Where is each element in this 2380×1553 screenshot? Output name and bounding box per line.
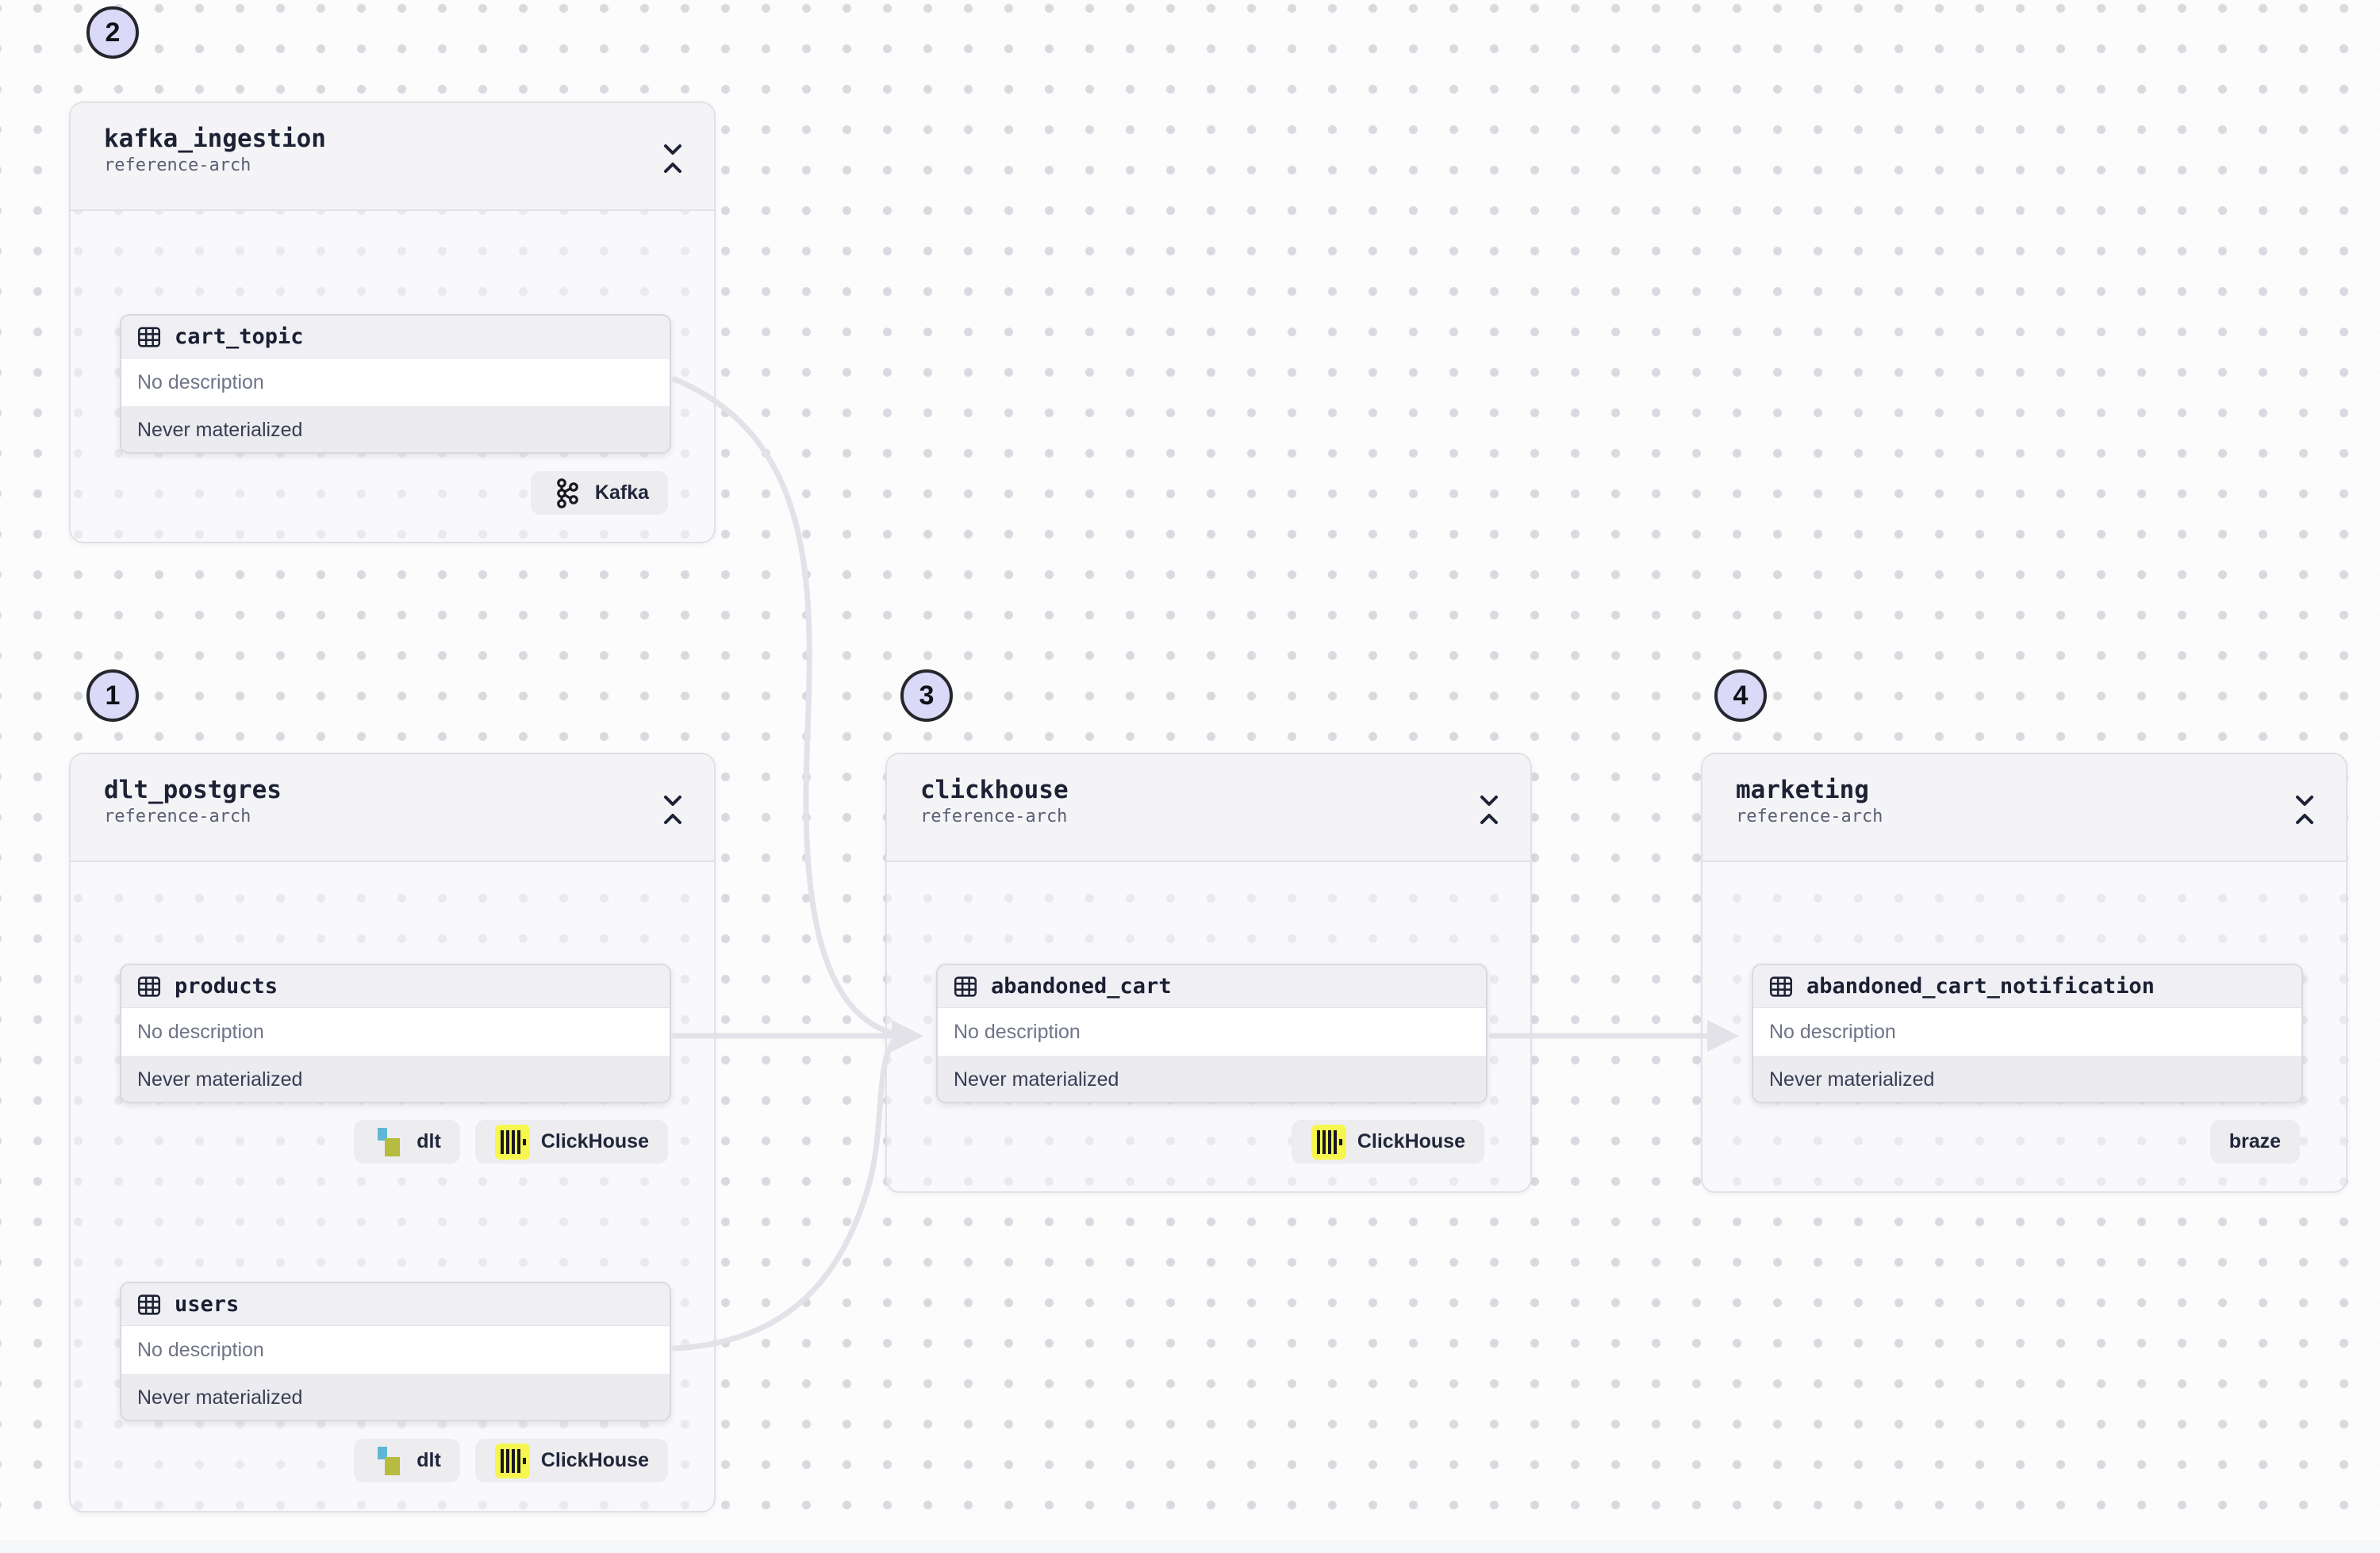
tag-label: ClickHouse (1357, 1130, 1465, 1152)
group-subtitle: reference-arch (104, 806, 251, 826)
group-dlt_postgres[interactable]: dlt_postgres reference-arch products No … (69, 753, 716, 1513)
tag-label: Kafka (594, 481, 649, 504)
table-icon (1769, 976, 1793, 997)
asset-card-users[interactable]: users No description Never materialized (120, 1282, 671, 1421)
group-header: marketing reference-arch (1702, 754, 2346, 862)
tag-label: ClickHouse (540, 1449, 649, 1471)
clickhouse-icon (494, 1443, 530, 1478)
group-title: clickhouse (920, 776, 1069, 804)
asset-card-abandoned_cart[interactable]: abandoned_cart No description Never mate… (936, 964, 1488, 1103)
asset-card-products[interactable]: products No description Never materializ… (120, 964, 671, 1103)
asset-description: No description (121, 359, 670, 407)
dlt-icon (378, 1446, 401, 1475)
group-title: kafka_ingestion (104, 125, 326, 153)
asset-card-abandoned_cart_notification[interactable]: abandoned_cart_notification No descripti… (1752, 964, 2303, 1103)
asset-status: Never materialized (1753, 1056, 2301, 1102)
asset-name: users (175, 1292, 240, 1317)
group-marketing[interactable]: marketing reference-arch abandoned_cart_… (1701, 753, 2347, 1193)
collapse-icon[interactable] (2289, 791, 2320, 829)
tag-label: dlt (416, 1130, 441, 1152)
asset-status: Never materialized (121, 407, 670, 452)
clickhouse-icon (494, 1124, 530, 1160)
tag-label: braze (2228, 1130, 2281, 1152)
dlt-tag-badge[interactable]: dlt (354, 1120, 460, 1164)
asset-card-header: abandoned_cart (938, 965, 1486, 1008)
asset-description: No description (121, 1326, 670, 1375)
asset-name: abandoned_cart_notification (1806, 974, 2155, 999)
asset-description: No description (1753, 1008, 2301, 1056)
asset-card-header: users (121, 1283, 670, 1326)
group-header: dlt_postgres reference-arch (71, 754, 714, 862)
annotation-badge-1: 1 (86, 669, 139, 722)
clickhouse-tag-badge[interactable]: ClickHouse (474, 1439, 668, 1482)
group-subtitle: reference-arch (920, 806, 1068, 826)
table-icon (137, 1294, 161, 1315)
kafka-icon (557, 477, 578, 508)
braze-tag-badge[interactable]: braze (2209, 1120, 2300, 1164)
group-title: marketing (1736, 776, 1869, 804)
asset-name: products (175, 974, 278, 999)
group-subtitle: reference-arch (1736, 806, 1883, 826)
clickhouse-icon (1311, 1124, 1346, 1160)
kafka-tag-badge[interactable]: Kafka (530, 471, 668, 515)
tag-label: dlt (416, 1449, 441, 1471)
annotation-badge-3: 3 (900, 669, 953, 722)
asset-name: cart_topic (175, 324, 304, 349)
canvas-bottom-strip (0, 1540, 2380, 1553)
group-title: dlt_postgres (104, 776, 282, 804)
dlt-tag-badge[interactable]: dlt (354, 1439, 460, 1482)
table-icon (137, 976, 161, 997)
asset-card-header: products (121, 965, 670, 1008)
table-icon (137, 326, 161, 347)
asset-card-cart_topic[interactable]: cart_topic No description Never material… (120, 314, 671, 454)
collapse-icon[interactable] (1473, 791, 1505, 829)
asset-status: Never materialized (121, 1375, 670, 1420)
clickhouse-tag-badge[interactable]: ClickHouse (474, 1120, 668, 1164)
collapse-icon[interactable] (657, 140, 689, 178)
dlt-icon (378, 1127, 401, 1156)
group-kafka_ingestion[interactable]: kafka_ingestion reference-arch cart_topi… (69, 102, 716, 543)
annotation-badge-2: 2 (86, 6, 139, 59)
collapse-icon[interactable] (657, 791, 689, 829)
table-icon (954, 976, 977, 997)
clickhouse-tag-badge[interactable]: ClickHouse (1291, 1120, 1484, 1164)
asset-description: No description (938, 1008, 1486, 1056)
group-clickhouse[interactable]: clickhouse reference-arch abandoned_cart… (885, 753, 1532, 1193)
tag-label: ClickHouse (540, 1130, 649, 1152)
asset-description: No description (121, 1008, 670, 1056)
group-header: kafka_ingestion reference-arch (71, 103, 714, 211)
asset-status: Never materialized (938, 1056, 1486, 1102)
group-subtitle: reference-arch (104, 155, 251, 175)
asset-card-header: cart_topic (121, 316, 670, 359)
asset-status: Never materialized (121, 1056, 670, 1102)
asset-name: abandoned_cart (991, 974, 1172, 999)
annotation-badge-4: 4 (1714, 669, 1767, 722)
group-header: clickhouse reference-arch (887, 754, 1530, 862)
asset-card-header: abandoned_cart_notification (1753, 965, 2301, 1008)
